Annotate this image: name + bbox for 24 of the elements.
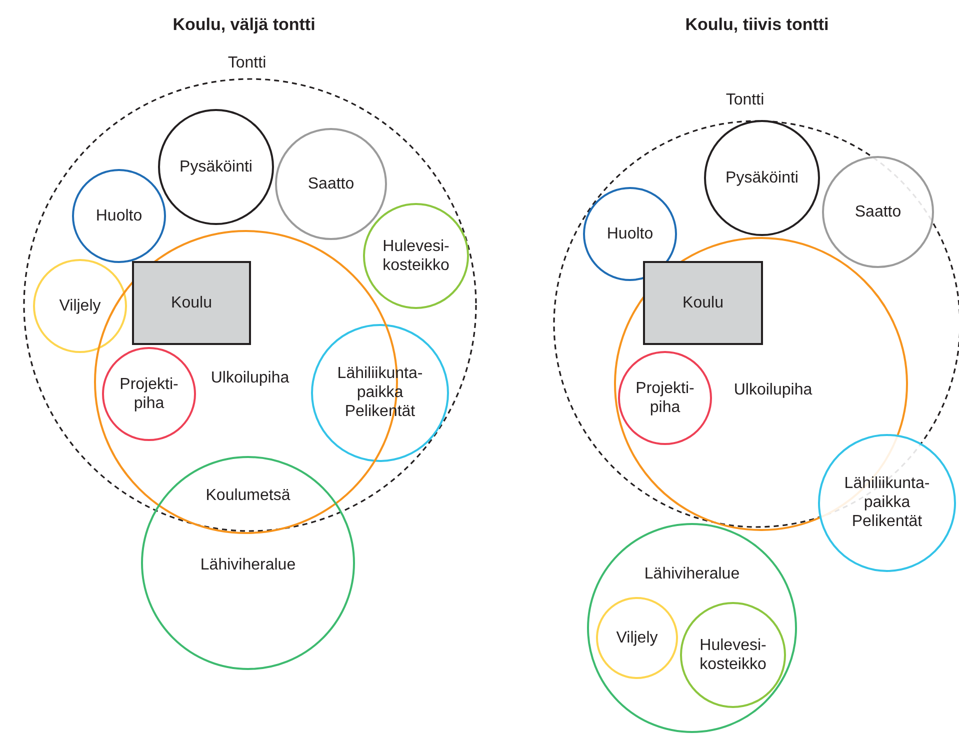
zone-label: Lähiviheralue: [200, 555, 296, 575]
zone-label: Viljely: [59, 296, 101, 316]
zone-label: Saatto: [308, 174, 354, 194]
zone-label: Pysäköinti: [726, 168, 798, 188]
zone-label: Saatto: [854, 202, 902, 222]
zone-label: Hulevesi- kosteikko: [382, 236, 450, 276]
plot-label: Tontti: [726, 90, 764, 110]
area-label: Koulumetsä: [206, 487, 290, 505]
zone-label: Huolto: [606, 224, 654, 244]
zone-label: Hulevesi- kosteikko: [698, 636, 768, 674]
building-label: Koulu: [171, 293, 212, 313]
panel-title: Koulu, tiivis tontti: [685, 15, 829, 35]
zone-label: Huolto: [96, 206, 142, 226]
zone-label: Lähiliikunta- paikka Pelikentät: [843, 474, 931, 532]
zone-label: Pysäköinti: [180, 157, 252, 177]
zone-label: Viljely: [616, 628, 658, 648]
zone-label: Lähiviheralue: [644, 564, 740, 584]
plot-label: Tontti: [228, 53, 266, 73]
building-label: Koulu: [682, 293, 724, 313]
panel-title: Koulu, väljä tontti: [172, 15, 316, 35]
zone-label: Ulkoilupiha: [210, 368, 290, 388]
zone-label: Projekti- piha: [634, 378, 696, 418]
zone-label: Projekti- piha: [118, 374, 180, 414]
zone-label: Ulkoilupiha: [734, 380, 812, 400]
